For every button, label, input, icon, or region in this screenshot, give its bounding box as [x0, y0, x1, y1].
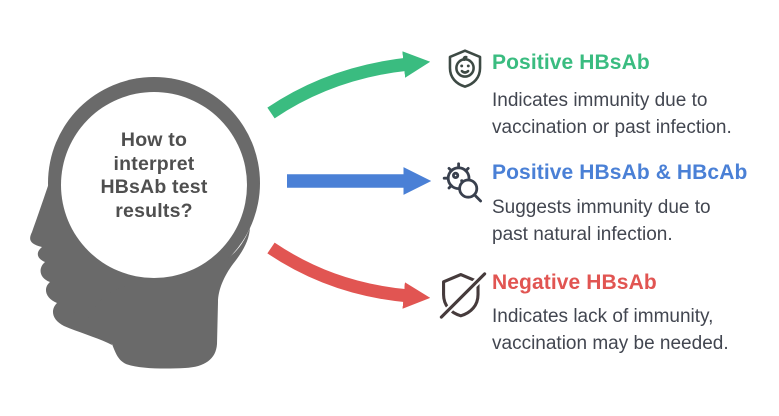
desc-line: vaccination may be needed. [492, 332, 729, 354]
head-silhouette [30, 77, 260, 369]
item-desc-negative-hbsab: Indicates lack of immunity, vaccination … [492, 304, 729, 357]
item-desc-positive-hbsab: Indicates immunity due to vaccination or… [492, 88, 732, 141]
desc-line: past natural infection. [492, 223, 673, 245]
desc-line: Suggests immunity due to [492, 197, 711, 218]
neck [62, 228, 250, 369]
head-circle [61, 92, 247, 278]
shield-off-icon [438, 271, 488, 320]
shield-smile-icon [448, 49, 482, 88]
curved-up-arrow [267, 51, 431, 119]
item-desc-positive-hbsab-hbcab: Suggests immunity due to past natural in… [492, 195, 711, 248]
virus-search-icon [442, 162, 482, 203]
head-question: How to interpret HBsAb test results? [64, 129, 244, 223]
desc-line: Indicates immunity due to [492, 90, 708, 111]
item-title-positive-hbsab-hbcab: Positive HBsAb & HBcAb [492, 161, 748, 184]
curved-down-arrow [267, 242, 431, 309]
desc-line: Indicates lack of immunity, [492, 306, 714, 327]
question-line: results? [115, 199, 193, 222]
item-title-negative-hbsab: Negative HBsAb [492, 271, 657, 294]
question-line: HBsAb test [100, 176, 208, 198]
desc-line: vaccination or past infection. [492, 116, 732, 138]
question-line: interpret [113, 152, 195, 175]
question-line: How to [120, 129, 188, 151]
item-title-positive-hbsab: Positive HBsAb [492, 51, 650, 74]
